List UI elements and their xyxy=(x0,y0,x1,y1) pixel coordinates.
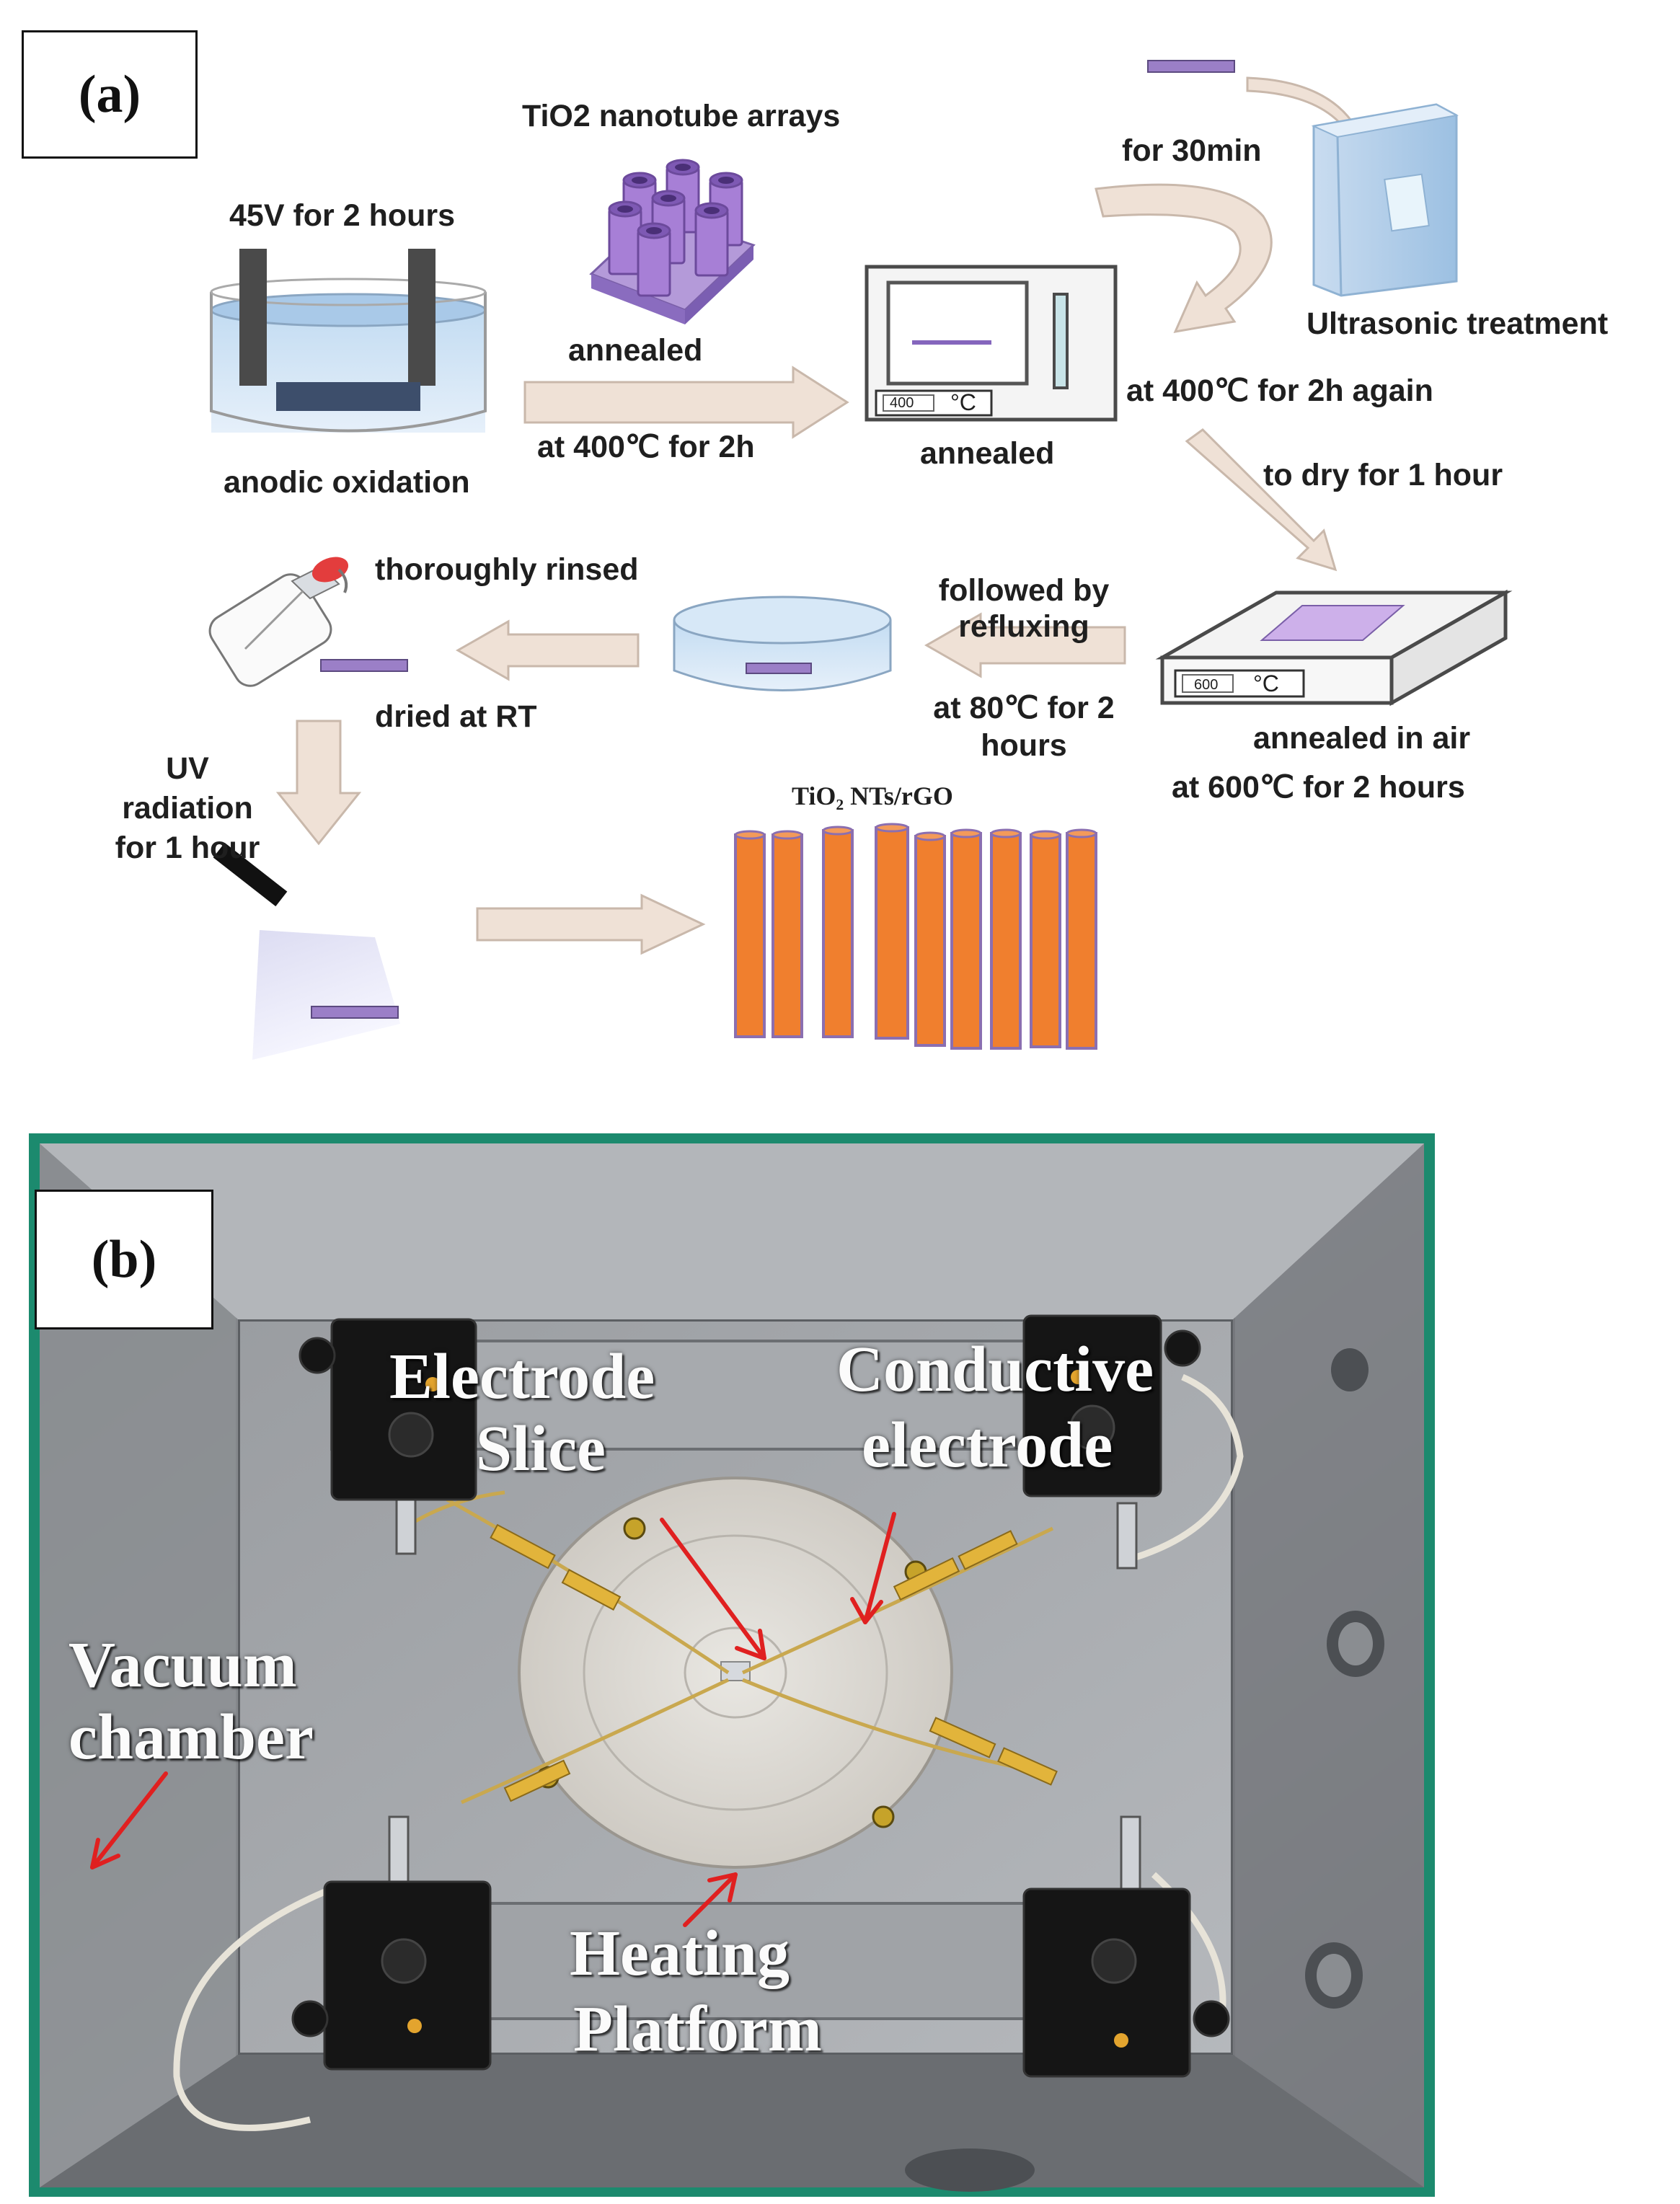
wash-bottle xyxy=(208,557,349,687)
panel-a-label: (a) xyxy=(78,64,141,124)
label-annealed-arrow: annealed xyxy=(568,333,703,368)
petri-dish xyxy=(673,596,892,691)
label-electrode-slice-1: Electrode xyxy=(389,1341,655,1412)
label-furnace-annealed: annealed xyxy=(920,436,1055,471)
label-anodic-oxidation: anodic oxidation xyxy=(224,465,470,500)
arrow-ultrasonic-to-furnace xyxy=(1095,183,1273,333)
label-anodization-voltage: 45V for 2 hours xyxy=(229,198,456,233)
panel-a-label-box: (a) xyxy=(22,30,198,159)
label-refluxing-1: followed by xyxy=(938,573,1110,608)
label-conductive-electrode-1: Conductive xyxy=(836,1334,1154,1405)
nanotube-product xyxy=(734,826,1097,1050)
label-reanneal: at 400℃ for 2h again xyxy=(1126,373,1433,408)
vacuum-chamber-photo xyxy=(29,1133,1435,2197)
label-dried-rt: dried at RT xyxy=(375,699,537,734)
uv-lamp xyxy=(213,842,400,1060)
label-vacuum-chamber-2: chamber xyxy=(68,1701,314,1773)
nanotube-array-icon xyxy=(589,159,756,324)
arrow-to-product xyxy=(476,893,706,955)
label-reflux-cond-1: at 80℃ for 2 xyxy=(933,691,1115,725)
arrow-to-petri xyxy=(924,612,1126,678)
label-refluxing-2: refluxing xyxy=(958,609,1089,644)
label-vacuum-chamber-1: Vacuum xyxy=(68,1629,297,1701)
label-uv-1: UV xyxy=(166,751,209,786)
label-conductive-electrode-2: electrode xyxy=(862,1409,1113,1481)
label-heating-platform-2: Platform xyxy=(573,1993,822,2065)
label-product: TiO₂ NTs/rGO xyxy=(792,782,953,810)
panel-b-label: (b) xyxy=(91,1229,157,1289)
pointer-electrode-slice xyxy=(660,1518,766,1660)
arrow-to-furnace-2 xyxy=(1185,428,1338,572)
ultrasonic-bath xyxy=(1311,103,1459,297)
arrow-down-uv xyxy=(275,720,362,846)
label-nanotube-arrays: TiO2 nanotube arrays xyxy=(522,99,841,133)
label-thoroughly-rinsed: thoroughly rinsed xyxy=(375,552,639,587)
furnace-2-display: 600 xyxy=(1194,677,1219,693)
furnace-1-display: 400 xyxy=(890,395,914,411)
furnace-2-unit: °C xyxy=(1253,671,1279,696)
label-reflux-cond-2: hours xyxy=(981,728,1067,763)
pointer-vacuum-chamber xyxy=(90,1771,168,1869)
furnace-2 xyxy=(1155,589,1513,707)
panel-a-graphics xyxy=(208,60,1513,1060)
label-annealed-in-air: annealed in air xyxy=(1253,721,1471,756)
arrow-to-rinse xyxy=(455,619,640,681)
label-heating-platform-1: Heating xyxy=(570,1918,790,1989)
panel-b: (b) Electrode Slice Conductive electrode… xyxy=(0,1125,1680,2204)
label-uv-3: for 1 hour xyxy=(115,831,260,865)
label-dry: to dry for 1 hour xyxy=(1263,458,1503,492)
arrow-to-furnace xyxy=(523,366,849,439)
nanotube-product-caps xyxy=(734,823,1097,841)
substrate-top xyxy=(1147,60,1235,73)
furnace-1-unit: °C xyxy=(950,389,976,415)
panel-b-label-box: (b) xyxy=(35,1190,213,1329)
panel-a: (a) xyxy=(0,0,1680,1081)
label-ultrasonic-time: for 30min xyxy=(1122,133,1262,168)
label-uv-2: radiation xyxy=(122,791,253,826)
furnace-1 xyxy=(865,265,1118,422)
anodization-beaker xyxy=(210,249,487,433)
label-air-cond: at 600℃ for 2 hours xyxy=(1172,770,1465,805)
label-ultrasonic-treatment: Ultrasonic treatment xyxy=(1307,306,1609,341)
label-annealed-arrow-cond: at 400℃ for 2h xyxy=(537,430,755,464)
pointer-heating-platform xyxy=(683,1872,738,1927)
pointer-arrows xyxy=(90,1512,896,1927)
pointer-conductive-electrode xyxy=(863,1512,896,1624)
label-electrode-slice-2: Slice xyxy=(476,1413,606,1484)
substrate-rinsed xyxy=(320,659,408,672)
